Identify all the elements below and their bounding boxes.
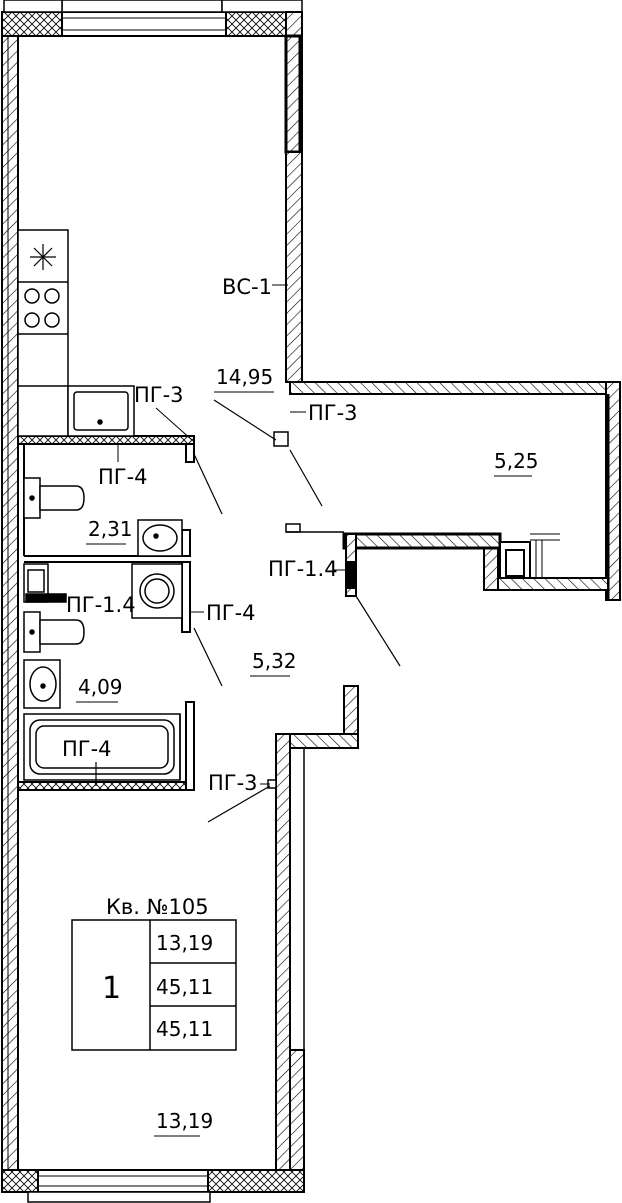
area-toilet: 4,09 [78, 675, 123, 699]
left-wall [1, 11, 19, 1193]
area-hall: 5,32 [252, 649, 297, 673]
balcony-top-wall [289, 381, 609, 395]
balcony-parapet [342, 532, 502, 550]
bottom-wall-left [1, 1169, 39, 1193]
balcony-bottom-wall [483, 577, 609, 591]
fixtures [17, 229, 289, 789]
toilet-icon-1 [23, 477, 85, 519]
toilet-icon-2 [23, 611, 85, 653]
label-pg4-tub: ПГ-4 [62, 737, 112, 761]
top-window [61, 11, 227, 37]
leaders [62, 284, 346, 785]
shaft-icon [23, 563, 67, 603]
area-balcony: 5,25 [494, 449, 539, 473]
kitchen-sink-icon [67, 385, 135, 437]
apartment-title: Кв. №105 [106, 895, 209, 919]
label-pg3-balcony: ПГ-3 [308, 401, 358, 425]
kitchen-right-wall [285, 151, 303, 383]
hall-right-stub [343, 685, 359, 735]
label-pg3-hall: ПГ-3 [208, 771, 258, 795]
washbasin-icon-2 [23, 659, 61, 709]
fridge-icon [30, 244, 56, 270]
stove-icon [24, 288, 60, 328]
summary-total-area-2: 45,11 [156, 1017, 213, 1041]
label-pg14-left: ПГ-1.4 [66, 593, 136, 617]
label-pg4-hall: ПГ-4 [206, 601, 256, 625]
top-wall-left [1, 11, 63, 37]
door-swings [95, 399, 401, 823]
washing-machine-icon [131, 563, 183, 619]
bottom-wall-right [207, 1169, 305, 1193]
washbasin-icon-1 [137, 519, 183, 557]
labels: ВС-1 ПГ-3 ПГ-3 ПГ-4 ПГ-1.4 ПГ-4 ПГ-1.4 П… [62, 275, 358, 795]
label-pg3-kitchen: ПГ-3 [134, 383, 184, 407]
room-count: 1 [102, 971, 121, 1006]
area-living: 13,19 [156, 1109, 213, 1133]
summary-table: Кв. №105 1 13,19 45,11 45,11 [71, 895, 237, 1051]
label-bc1: ВС-1 [222, 275, 272, 299]
summary-total-area: 45,11 [156, 975, 213, 999]
living-right-wall [275, 733, 291, 1193]
summary-living-area: 13,19 [156, 931, 213, 955]
label-pg4-bath: ПГ-4 [98, 465, 148, 489]
area-kitchen: 14,95 [216, 365, 273, 389]
bottom-window [37, 1169, 209, 1193]
room-areas: 14,95 5,25 2,31 4,09 5,32 13,19 [76, 365, 539, 1137]
bathtub-icon [23, 713, 181, 781]
area-bathroom: 2,31 [88, 517, 133, 541]
label-pg14-right: ПГ-1.4 [268, 557, 338, 581]
kitchen-bottom-partition [17, 435, 195, 445]
